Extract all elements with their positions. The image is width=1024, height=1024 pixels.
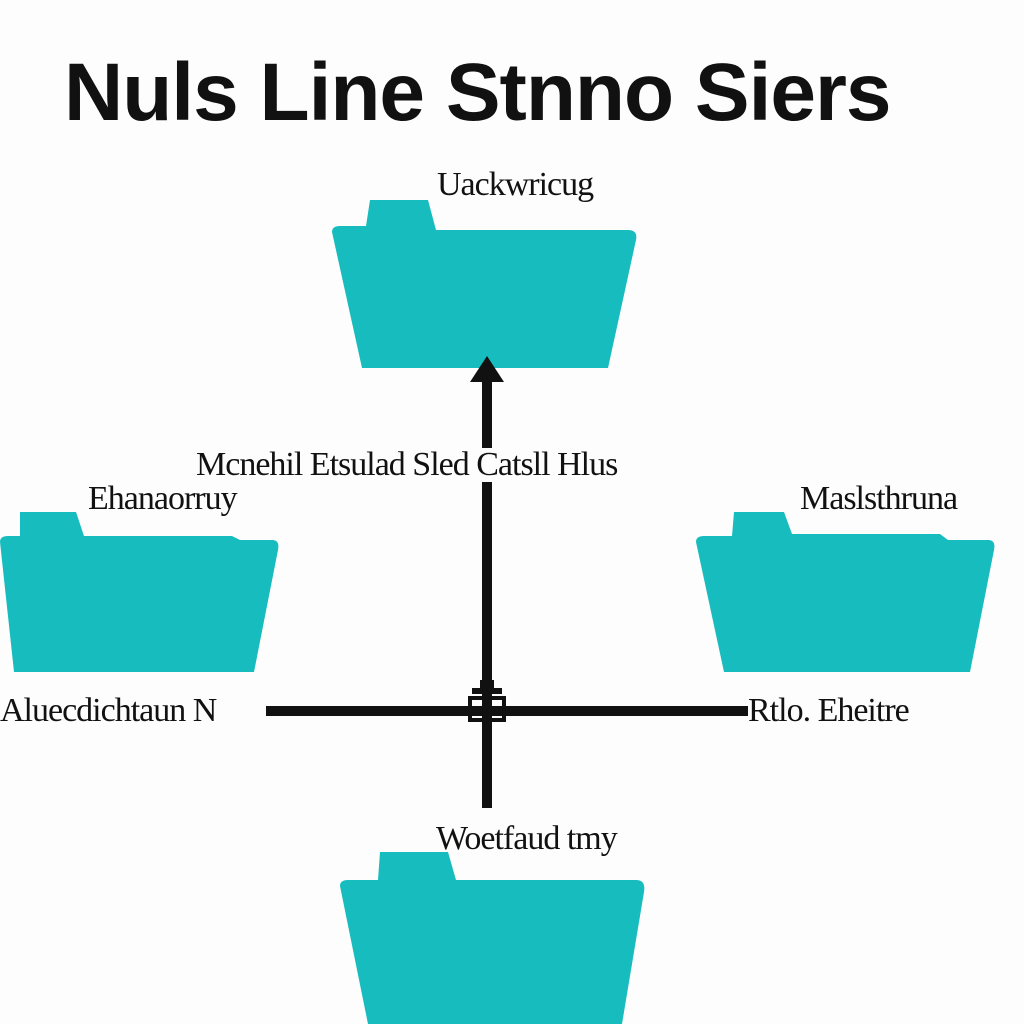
- folder-icon: [340, 852, 652, 1024]
- vertical-connector: [482, 372, 492, 808]
- side-label-right: Rtlo. Eheitre: [748, 692, 910, 729]
- junction-icon: [468, 680, 506, 722]
- arrowhead-up-icon: [470, 356, 504, 382]
- node-label-top: Uackwricug: [437, 166, 594, 203]
- diagram-title: Nuls Line Stnno Siers: [64, 47, 891, 138]
- center-label: Mcnehil Etsulad Sled Catsll Hlus: [192, 448, 622, 482]
- node-label-left: Ehanaorruy: [88, 480, 238, 517]
- side-label-left: Aluecdichtaun N: [0, 692, 217, 729]
- folder-icon: [0, 512, 282, 674]
- folder-icon: [694, 512, 998, 674]
- folder-icon: [332, 200, 640, 370]
- horizontal-connector: [266, 706, 748, 716]
- node-label-right: Maslsthruna: [800, 480, 958, 517]
- node-label-bottom: Woetfaud tmy: [436, 820, 618, 857]
